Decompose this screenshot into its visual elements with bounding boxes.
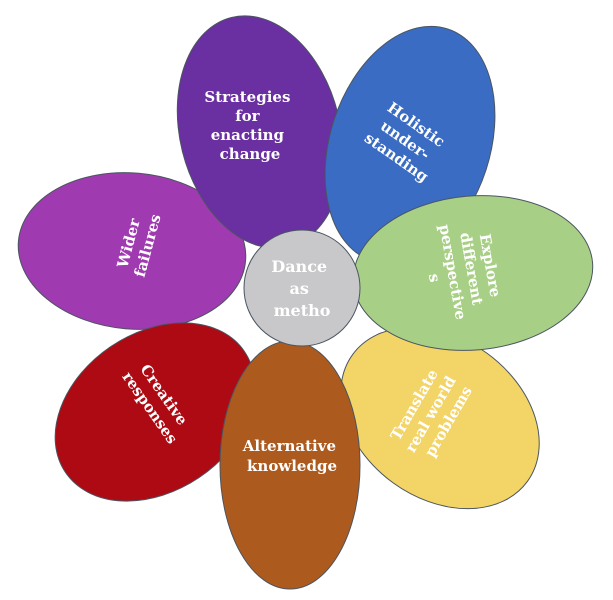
petal-shape xyxy=(54,322,256,502)
petal-shape xyxy=(17,172,247,330)
petal-label: Alternative knowledge xyxy=(242,437,341,475)
petal-label: Explore different perspective s xyxy=(417,216,509,329)
petal-creative: Creative responses xyxy=(54,322,256,502)
center-shape xyxy=(243,229,361,347)
center-disc: Dance as metho xyxy=(243,229,361,347)
petal-wider-failures: Wider failures xyxy=(17,172,247,330)
petal-explore: Explore different perspective s xyxy=(352,195,594,351)
petal-alternative: Alternative knowledge xyxy=(219,340,361,590)
center-label: Dance as metho xyxy=(271,257,332,320)
petal-label: Strategies for enacting change xyxy=(204,88,295,163)
petal-shape xyxy=(340,326,540,510)
petal-translate: Translate real world problems xyxy=(340,326,540,510)
